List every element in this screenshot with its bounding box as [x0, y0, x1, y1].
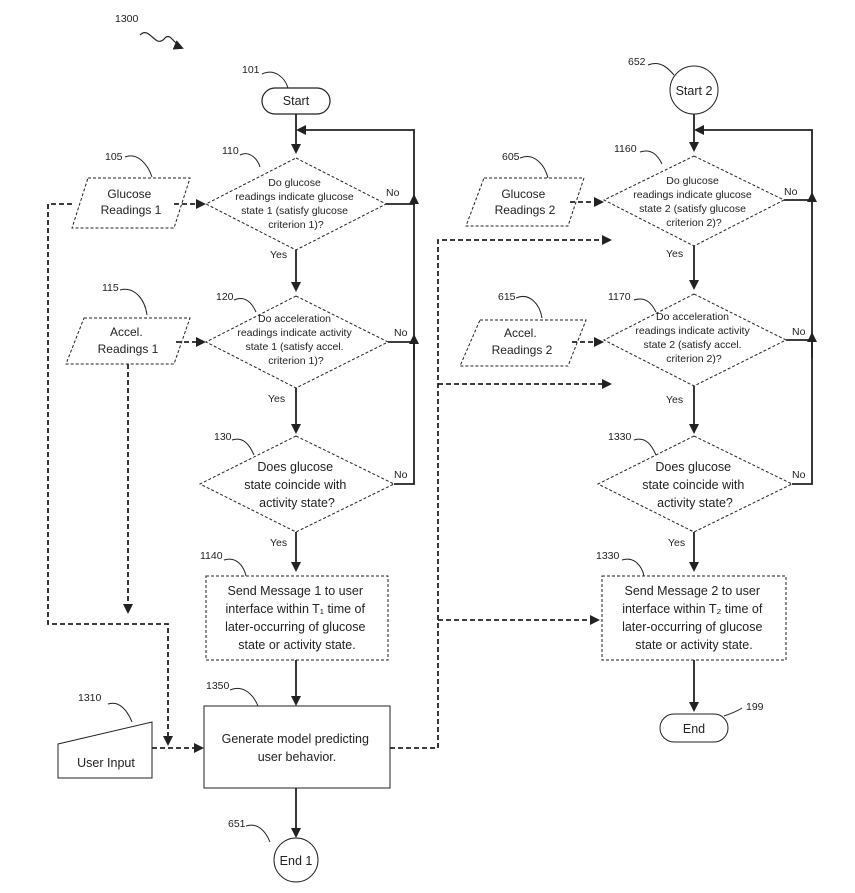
figure-ref-label: 1300: [115, 13, 139, 25]
yes-1330: Yes: [668, 537, 685, 549]
leader-115: [120, 289, 147, 315]
ref-651: 651: [228, 818, 246, 830]
leader-110: [240, 154, 260, 167]
ref-1350: 1350: [206, 680, 230, 692]
leader-130: [232, 439, 254, 455]
decision-1330-text: Does glucose state coincide with activit…: [642, 460, 748, 510]
ref-120: 120: [216, 291, 234, 303]
flow-130-no: [394, 342, 414, 484]
flow-model-to-msg2: [390, 620, 598, 748]
leader-msg2: [622, 559, 644, 576]
start2-label: Start 2: [676, 84, 713, 98]
generate-model-process: [204, 706, 390, 788]
figure-ref-leader: [140, 33, 182, 48]
yes-130: Yes: [270, 537, 287, 549]
glucose-readings-2-input: [466, 178, 584, 226]
flow-model-to-1160: [438, 240, 610, 620]
leader-1160: [640, 151, 662, 164]
leader-120: [234, 298, 256, 312]
leader-1140: [224, 559, 246, 576]
user-input-label: User Input: [77, 756, 135, 770]
no-130: No: [394, 469, 408, 481]
end2-label: End: [683, 722, 705, 736]
leader-start1: [262, 72, 288, 88]
ref-1310: 1310: [78, 692, 102, 704]
leader-1170: [634, 299, 656, 312]
ref-start2: 652: [628, 56, 646, 68]
leader-start2: [648, 63, 674, 75]
ref-msg2: 1330: [596, 550, 620, 562]
ref-1140: 1140: [200, 550, 223, 562]
ref-start1: 101: [242, 64, 260, 76]
decision-110: [206, 158, 386, 250]
leader-199: [724, 708, 742, 716]
no-1160: No: [784, 186, 798, 198]
ref-199: 199: [746, 701, 764, 713]
no-1330: No: [792, 469, 806, 481]
ref-1170: 1170: [608, 291, 631, 303]
no-120: No: [394, 327, 408, 339]
end1-label: End 1: [280, 854, 313, 868]
decision-1160: [604, 156, 784, 246]
leader-605: [520, 157, 548, 178]
ref-605: 605: [502, 151, 520, 163]
leader-1310: [108, 703, 132, 722]
ref-1330-decision: 1330: [608, 431, 632, 443]
yes-120: Yes: [268, 393, 285, 405]
ref-1160: 1160: [614, 143, 637, 155]
leader-615: [516, 296, 542, 318]
ref-110: 110: [222, 145, 239, 157]
ref-115: 115: [102, 282, 119, 294]
decision-130-text: Does glucose state coincide with activit…: [244, 460, 350, 510]
no-1170: No: [792, 326, 806, 338]
leader-105: [125, 156, 152, 177]
yes-110: Yes: [270, 249, 287, 261]
leader-1330-decision: [634, 439, 656, 455]
ref-615: 615: [498, 291, 516, 303]
ref-130: 130: [214, 431, 232, 443]
leader-1350: [230, 688, 258, 706]
no-110: No: [386, 187, 400, 199]
yes-1160: Yes: [666, 248, 683, 260]
flow-1330-no: [792, 340, 812, 484]
start1-label: Start: [283, 94, 310, 108]
ref-105: 105: [105, 151, 123, 163]
yes-1170: Yes: [666, 394, 683, 406]
leader-651: [246, 825, 270, 842]
